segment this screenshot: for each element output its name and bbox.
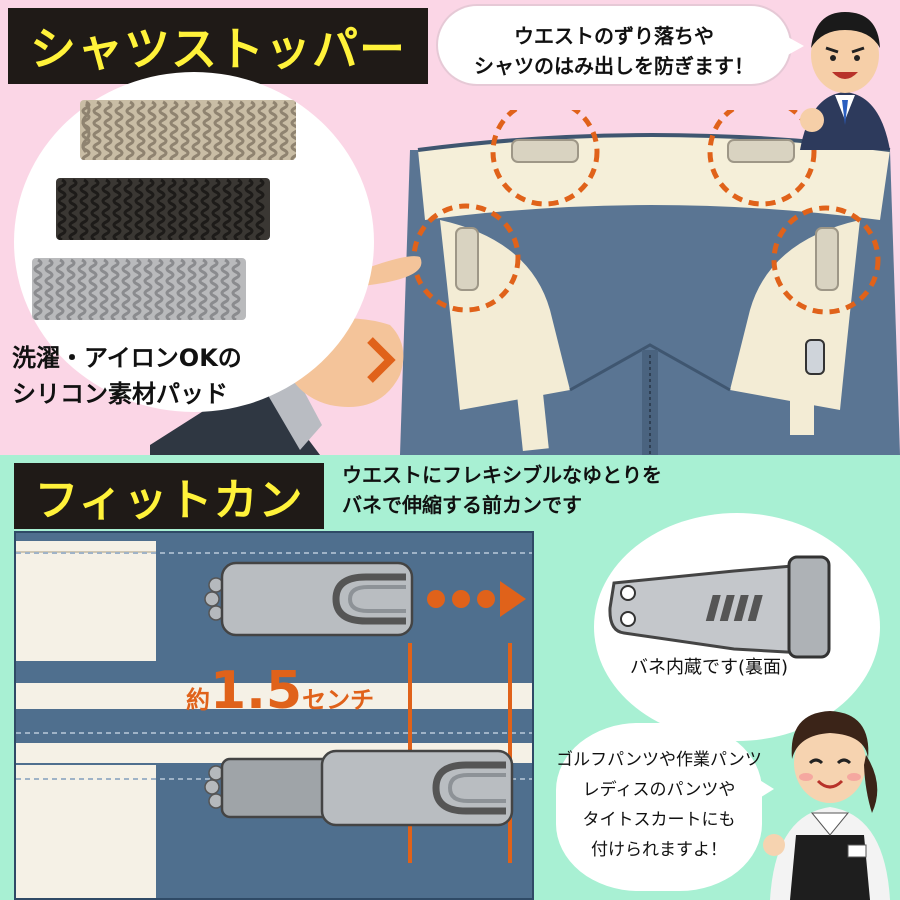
hook-caption: バネ内蔵です(裏面) [630,657,789,678]
hook-diagram-icon [16,541,532,898]
arrow-right-icon [500,581,526,617]
pad-caption-line: シリコン素材パッド [12,380,228,408]
fit-hook-description-line: ウエストにフレキシブルなゆとりを [342,463,662,487]
shop-staff-icon [763,711,890,900]
speech-bubble-line: 付けられますよ！ [591,840,727,860]
shirt-stopper-section: シャツストッパー ウエストのずり落ちや シャツのはみ出しを防ぎます！ 洗濯・アイ… [0,0,900,455]
metal-hook-icon [608,555,831,659]
speech-bubble-top: ウエストのずり落ちや シャツのはみ出しを防ぎます！ [438,6,804,84]
pad-caption-line: 洗濯・アイロンOKの [12,344,242,372]
measurement-prefix: 約 [186,686,210,714]
speech-bubble-bottom: ゴルフパンツや作業パンツ レディスのパンツや タイトスカートにも 付けられますよ… [556,723,774,891]
fit-hook-description-line: バネで伸縮する前カンです [342,493,582,517]
speech-bubble-line: レディスのパンツや [582,780,736,800]
measurement-label: 約1.5センチ [186,661,374,721]
trousers-waistband-icon [400,110,900,455]
shirt-stopper-title: シャツストッパー [8,8,428,84]
hook-photo-circle [594,513,880,741]
hook-diagram-panel [14,531,534,900]
speech-bubble-line: ゴルフパンツや作業パンツ [556,750,762,770]
businessman-icon [800,12,890,150]
fit-hook-section: フィットカン ウエストにフレキシブルなゆとりを バネで伸縮する前カンです [0,455,900,900]
arrow-dot [452,590,470,608]
measurement-value: 1.5 [210,661,303,721]
silicone-pad-gray [32,258,246,320]
silicone-pad-beige [80,100,296,160]
speech-bubble-line: タイトスカートにも [582,810,736,830]
speech-bubble-line: シャツのはみ出しを防ぎます！ [474,54,754,78]
speech-bubble-line: ウエストのずり落ちや [514,24,714,48]
silicone-pad-black [56,178,270,240]
fit-hook-title: フィットカン [14,463,324,529]
arrow-dot [427,590,445,608]
measurement-unit: センチ [302,686,375,714]
arrow-dot [477,590,495,608]
